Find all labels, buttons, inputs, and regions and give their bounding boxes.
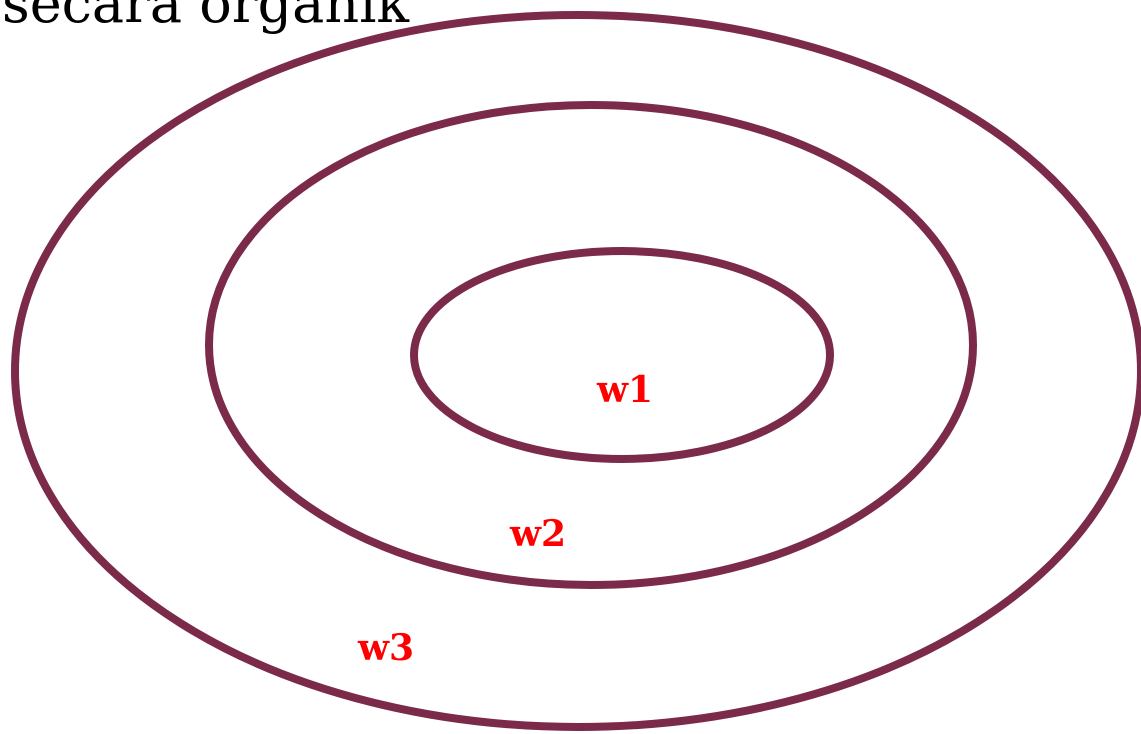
heading-text: secara organik bbox=[2, 0, 410, 35]
middle-ellipse-ring bbox=[205, 101, 977, 589]
inner-ellipse-ring bbox=[410, 247, 834, 463]
zone-label-w1: w1 bbox=[596, 369, 653, 411]
outer-ellipse-ring bbox=[11, 11, 1141, 731]
zone-label-w3: w3 bbox=[357, 627, 414, 669]
zone-label-w2: w2 bbox=[509, 513, 566, 555]
